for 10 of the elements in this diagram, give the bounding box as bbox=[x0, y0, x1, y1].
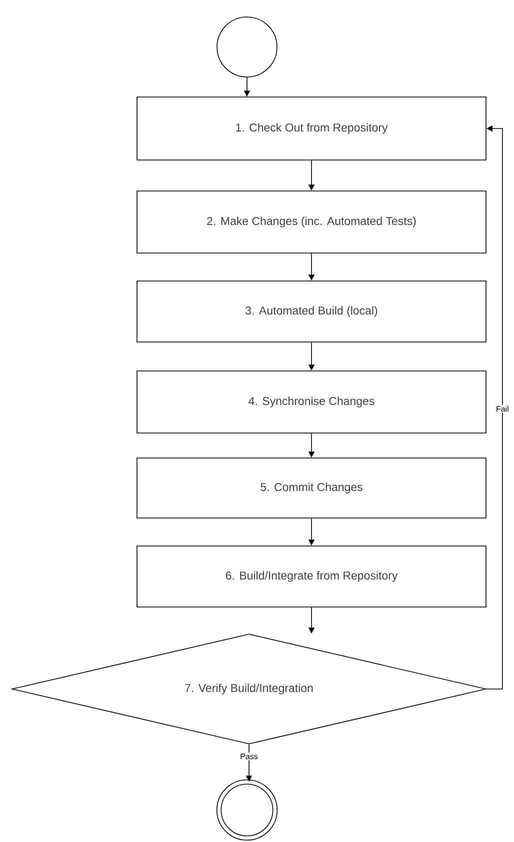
process-box: 6. Build/Integrate from Repository bbox=[136, 546, 486, 608]
end-circle bbox=[216, 779, 278, 841]
process-box: 4. Synchronise Changes bbox=[136, 370, 486, 434]
process-box: 3. Automated Build (local) bbox=[136, 280, 486, 342]
edge-label: Pass bbox=[239, 752, 259, 760]
process-box: 5. Commit Changes bbox=[136, 458, 486, 518]
process-box: 1. Check Out from Repository bbox=[136, 96, 486, 160]
process-box: 2. Make Changes (inc. Automated Tests) bbox=[136, 190, 486, 254]
edge-label: Fail bbox=[494, 404, 510, 413]
start-circle bbox=[216, 16, 278, 78]
